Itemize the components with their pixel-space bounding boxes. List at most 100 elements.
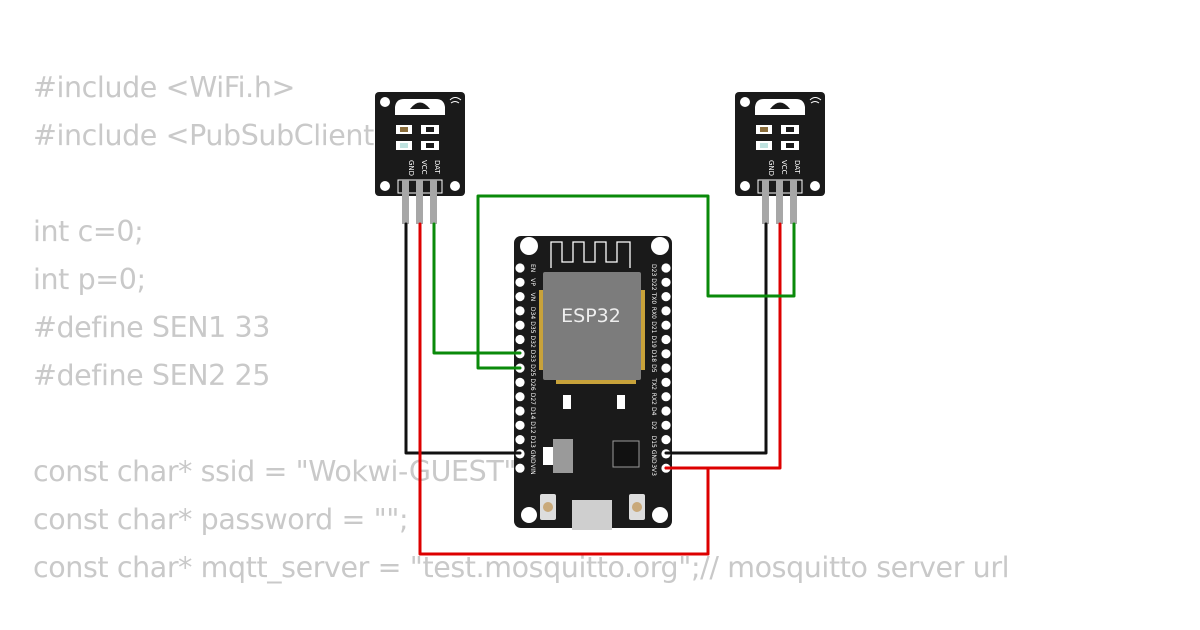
pin-gnd[interactable]: [762, 180, 769, 224]
esp32-pin-vn[interactable]: [515, 292, 525, 302]
esp32-pin-label: 3V3: [650, 464, 657, 476]
mount-hole: [520, 237, 538, 255]
esp32-pin-d5[interactable]: [661, 363, 671, 373]
esp32-pin-d12[interactable]: [515, 420, 525, 430]
chip-label: ESP32: [561, 305, 621, 327]
esp32-pin-vin[interactable]: [515, 463, 525, 473]
esp32-pin-label: VN: [529, 293, 536, 302]
esp32-pin-d14[interactable]: [515, 406, 525, 416]
code-line: int p=0;: [33, 263, 146, 296]
esp32-pin-label: D12: [529, 421, 536, 433]
usb-port[interactable]: [572, 500, 612, 530]
esp32-pin-d26[interactable]: [515, 377, 525, 387]
esp32-pin-d35[interactable]: [515, 320, 525, 330]
esp32-pin-d27[interactable]: [515, 392, 525, 402]
pin-dat[interactable]: [790, 180, 797, 224]
esp32-pin-label: VP: [529, 278, 536, 286]
esp32-pin-d2[interactable]: [661, 420, 671, 430]
wire-gnd-sensor2[interactable]: [664, 222, 768, 455]
pin-label-vcc: VCC: [780, 160, 788, 175]
esp32-pin-label: VIN: [529, 464, 536, 474]
esp32-pin-label: D18: [650, 350, 657, 362]
sensor-pcb: [735, 92, 825, 196]
pin-label-gnd: GND: [767, 160, 775, 176]
pin-label-dat: DAT: [433, 160, 441, 175]
esp32-pin-rx0[interactable]: [661, 306, 671, 316]
regulator-tab: [543, 447, 553, 465]
pin-label-dat: DAT: [793, 160, 801, 175]
esp32-pin-label: D22: [650, 278, 657, 290]
pin-gnd[interactable]: [402, 180, 409, 224]
esp32-pin-label: D4: [650, 407, 657, 416]
esp32-pin-d15[interactable]: [661, 435, 671, 445]
pin-vcc[interactable]: [416, 180, 423, 224]
esp32-pin-label: TX2: [650, 377, 657, 390]
code-line: int c=0;: [33, 215, 144, 248]
wire-dat-sensor2[interactable]: [476, 194, 796, 370]
esp32-pin-label: EN: [529, 264, 536, 272]
esp32-pin-label: D13: [529, 436, 536, 448]
smd-component: [617, 395, 625, 409]
esp32-pin-label: D33: [529, 350, 536, 362]
code-line: #define SEN1 33: [33, 311, 270, 344]
esp32-pin-d23[interactable]: [661, 263, 671, 273]
esp32-pin-d21[interactable]: [661, 320, 671, 330]
pin-label-gnd: GND: [407, 160, 415, 176]
module-castellation: [539, 290, 645, 384]
mount-hole: [380, 181, 390, 191]
sensor-module-2[interactable]: GND VCC DAT: [735, 92, 825, 224]
esp32-pin-rx2[interactable]: [661, 392, 671, 402]
wire-dat-sensor1[interactable]: [432, 222, 522, 355]
esp32-pin-label: GND: [529, 450, 536, 464]
esp32-pin-tx2[interactable]: [661, 377, 671, 387]
code-line: #define SEN2 25: [33, 359, 270, 392]
esp32-pin-d19[interactable]: [661, 334, 671, 345]
pin-label-vcc: VCC: [420, 160, 428, 175]
esp32-pin-d13[interactable]: [515, 435, 525, 445]
usb-uart-chip: [612, 440, 640, 468]
esp32-pin-label: D25: [529, 364, 536, 376]
mount-hole: [740, 97, 750, 107]
esp32-pin-d32[interactable]: [515, 334, 525, 345]
esp32-pin-label: D34: [529, 307, 536, 319]
sensor-module-1[interactable]: GND VCC DAT: [375, 92, 465, 224]
antenna-trace: [550, 241, 631, 268]
sensor-window: [410, 102, 430, 109]
esp32-pin-label: D14: [529, 407, 536, 419]
mount-hole: [740, 181, 750, 191]
esp32-pin-vp[interactable]: [515, 277, 525, 287]
esp32-pin-d4[interactable]: [661, 406, 671, 416]
code-line: const char* mqtt_server = "test.mosquitt…: [33, 551, 1010, 584]
esp32-pin-label: D35: [529, 321, 536, 333]
wave-icon: [809, 97, 822, 104]
wire-gnd-sensor1[interactable]: [404, 222, 522, 455]
mount-hole: [450, 181, 460, 191]
esp32-pin-label: RX0: [650, 307, 657, 319]
esp32-pin-d34[interactable]: [515, 306, 525, 316]
esp32-pin-label: RX2: [650, 393, 657, 405]
esp32-pin-label: D26: [529, 378, 536, 390]
mount-hole: [810, 181, 820, 191]
esp32-pin-d22[interactable]: [661, 277, 671, 287]
esp32-pin-label: GND: [650, 450, 657, 464]
wires: [404, 194, 796, 556]
esp32-pin-d18[interactable]: [661, 349, 671, 359]
esp32-pin-tx0[interactable]: [661, 292, 671, 302]
pin-vcc[interactable]: [776, 180, 783, 224]
esp32-pin-label: D21: [650, 321, 657, 333]
mount-hole: [380, 97, 390, 107]
esp32-pin-label: D23: [650, 264, 657, 276]
button-cap: [632, 502, 642, 512]
wave-icon: [449, 97, 462, 104]
voltage-regulator: [553, 439, 573, 473]
esp32-pin-label: D15: [650, 436, 657, 448]
esp32-pin-label: D19: [650, 336, 657, 348]
wire-vcc-sensor2[interactable]: [664, 222, 782, 470]
sensor-pcb: [375, 92, 465, 196]
esp32-pin-en[interactable]: [515, 263, 525, 273]
esp32-board[interactable]: ESP32 ENVPVND34D35D32D33D25D26D27D14D12D…: [514, 236, 672, 530]
sensor-window: [770, 102, 790, 109]
mount-hole: [652, 507, 668, 523]
pin-dat[interactable]: [430, 180, 437, 224]
